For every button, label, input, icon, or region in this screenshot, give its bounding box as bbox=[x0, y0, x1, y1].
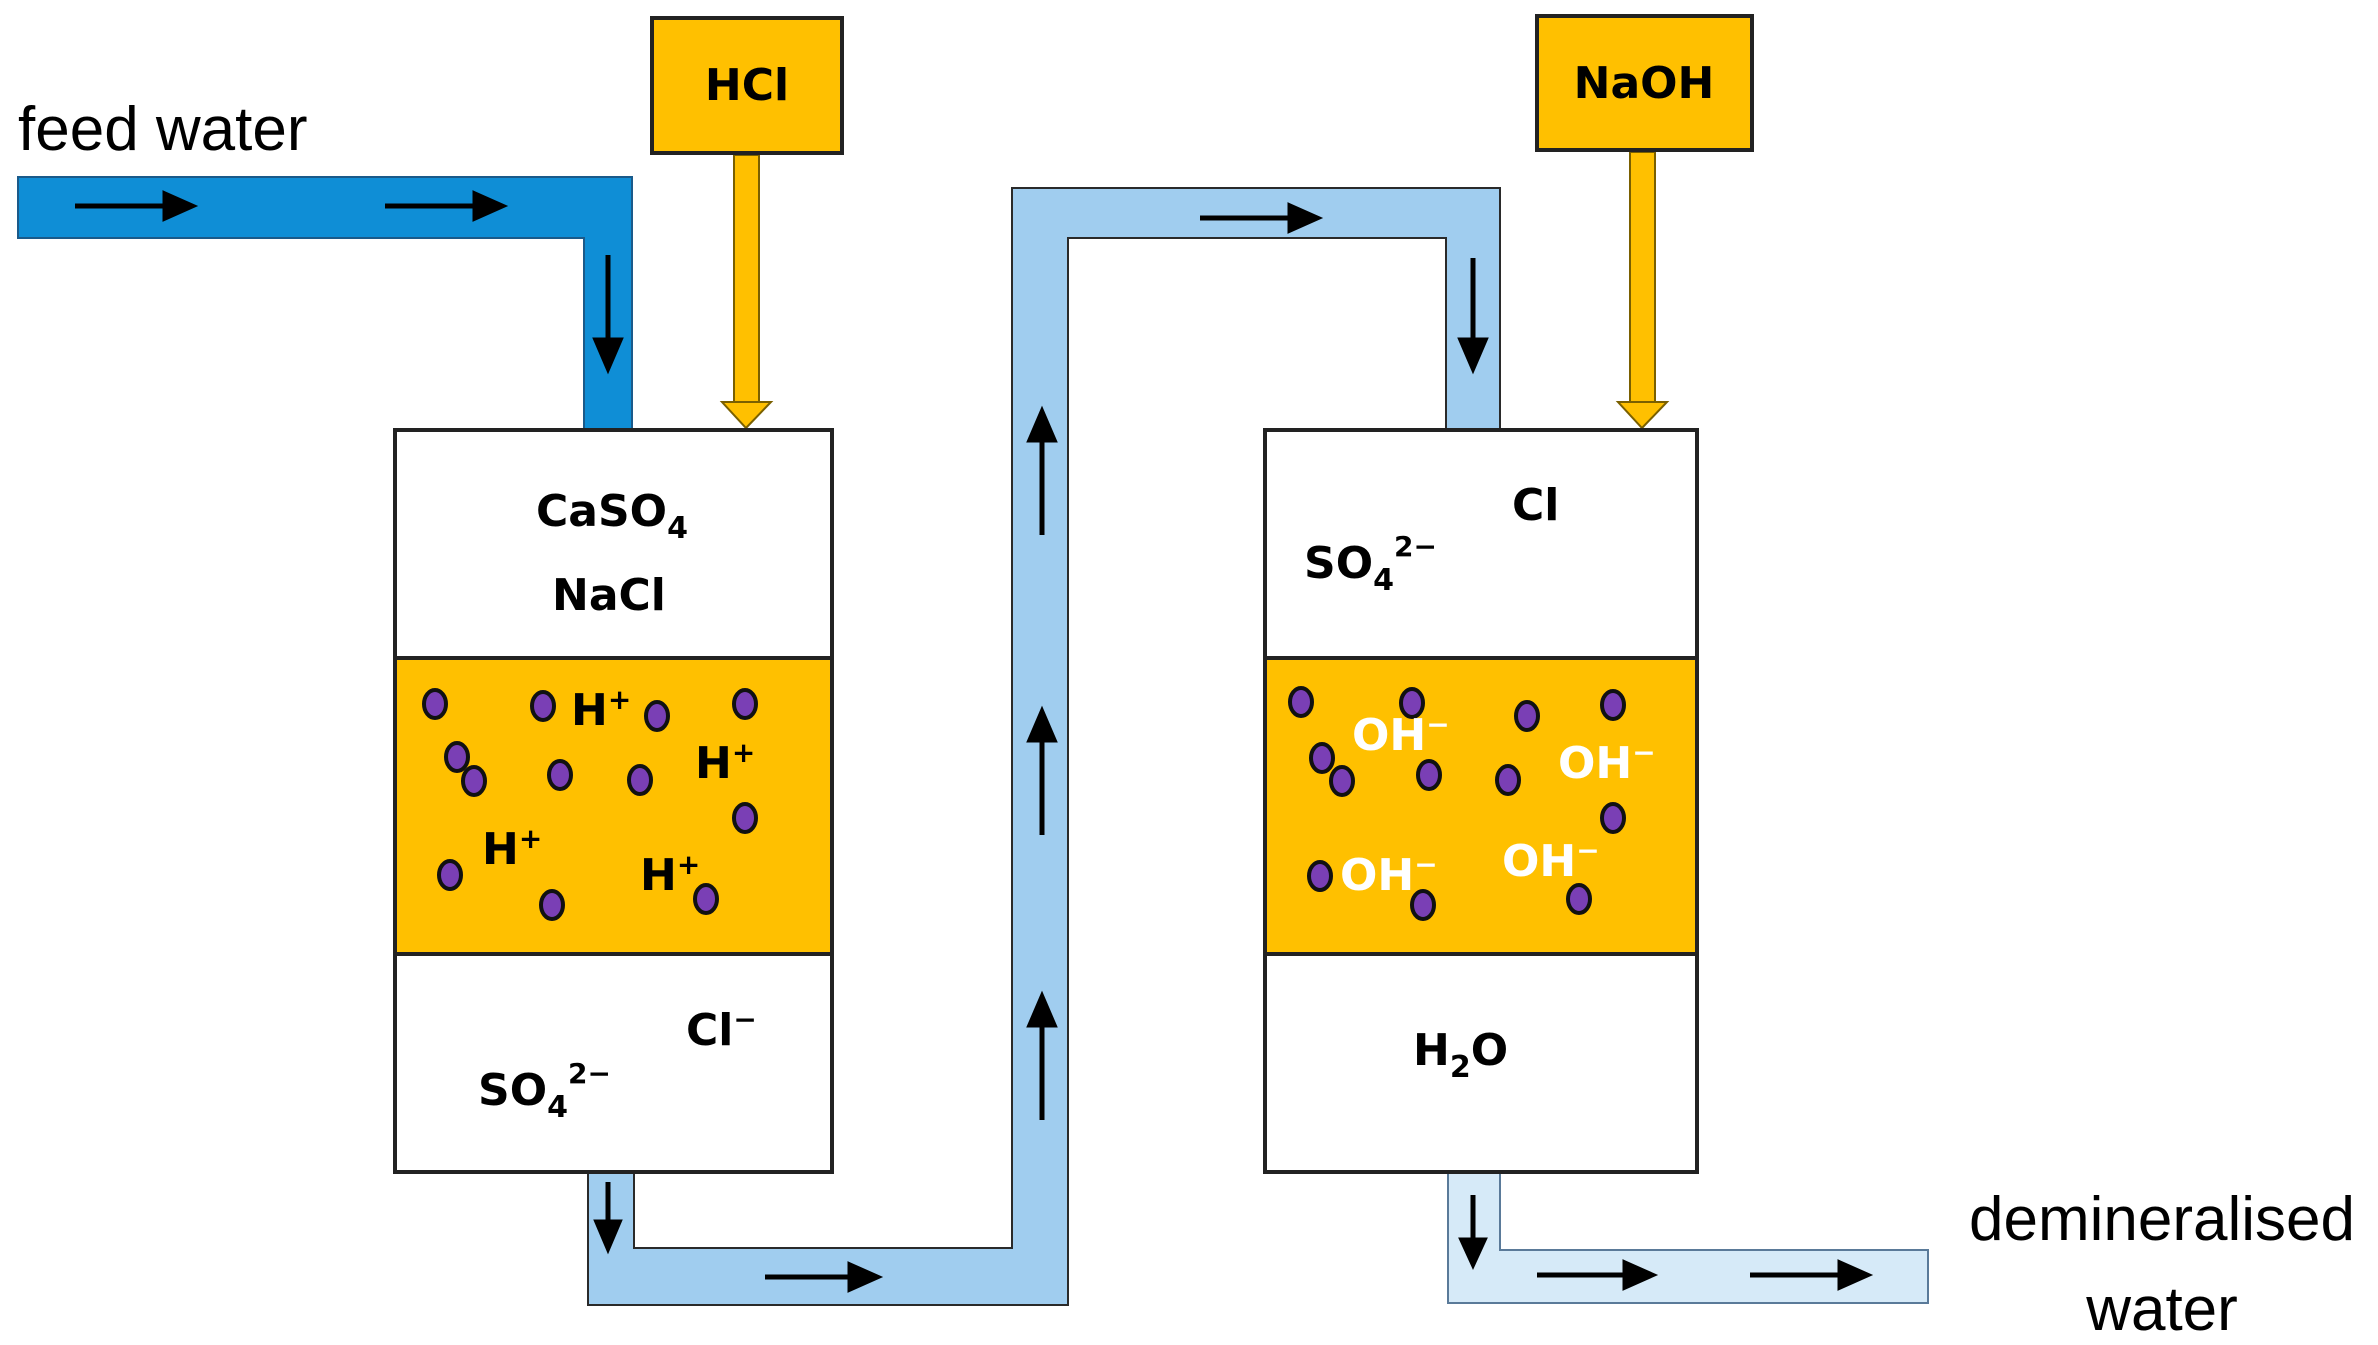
resin-bead bbox=[732, 802, 758, 834]
product-pipe bbox=[1447, 1167, 1929, 1304]
resin-bead bbox=[732, 688, 758, 720]
h-plus-label: H+ bbox=[571, 683, 631, 736]
resin-bead bbox=[530, 690, 556, 722]
resin-bead bbox=[1410, 889, 1436, 921]
cation-resin-beads bbox=[422, 688, 758, 921]
resin-bead bbox=[1307, 860, 1333, 892]
resin-bead bbox=[1566, 883, 1592, 915]
outlet-ion-sulfate: SO42− bbox=[478, 1057, 611, 1125]
resin-bead bbox=[1309, 742, 1335, 774]
demineralised-label: demineralised bbox=[1969, 1185, 2355, 1254]
anion-resin-ion-labels: OH− OH− OH− OH− bbox=[1340, 708, 1656, 901]
feed-water-label: feed water bbox=[18, 95, 308, 164]
resin-bead bbox=[1514, 700, 1540, 732]
feed-pipe bbox=[17, 176, 633, 431]
resin-bead bbox=[1329, 765, 1355, 797]
hcl-feed-line bbox=[719, 154, 774, 430]
resin-bead bbox=[1288, 686, 1314, 718]
resin-bead bbox=[1416, 759, 1442, 791]
water-label: water bbox=[2085, 1275, 2238, 1344]
resin-bead bbox=[547, 759, 573, 791]
anion-exchange-column bbox=[1263, 428, 1699, 1174]
resin-bead bbox=[437, 859, 463, 891]
h-plus-label: H+ bbox=[695, 736, 755, 789]
hcl-label: HCl bbox=[705, 60, 789, 111]
resin-bead bbox=[461, 765, 487, 797]
inlet-species-caso4: CaSO4 bbox=[536, 486, 688, 546]
resin-bead bbox=[693, 883, 719, 915]
resin-bead bbox=[644, 700, 670, 732]
inlet-species-nacl: NaCl bbox=[552, 570, 666, 621]
cation-resin-bed bbox=[393, 656, 834, 956]
resin-bead bbox=[1600, 802, 1626, 834]
h-plus-label: H+ bbox=[640, 848, 700, 901]
anion-resin-bed bbox=[1263, 656, 1699, 956]
intermediate-flow-arrows bbox=[593, 202, 1489, 1293]
outlet-species-water: H2O bbox=[1413, 1025, 1508, 1085]
oh-minus-label: OH− bbox=[1352, 708, 1450, 761]
oh-minus-label: OH− bbox=[1502, 834, 1600, 887]
feed-flow-arrows bbox=[75, 190, 624, 375]
resin-bead bbox=[1600, 689, 1626, 721]
naoh-tank bbox=[1535, 14, 1754, 152]
resin-bead bbox=[1399, 687, 1425, 719]
resin-bead bbox=[539, 889, 565, 921]
product-flow-arrows bbox=[1458, 1195, 1874, 1291]
inlet-ion-chloride: Cl bbox=[1512, 480, 1559, 531]
oh-minus-label: OH− bbox=[1558, 736, 1656, 789]
outlet-ion-chloride: Cl− bbox=[686, 1003, 757, 1056]
resin-bead bbox=[627, 764, 653, 796]
inlet-ion-sulfate: SO42− bbox=[1304, 530, 1437, 598]
h-plus-label: H+ bbox=[482, 822, 542, 875]
resin-bead bbox=[444, 741, 470, 773]
oh-minus-label: OH− bbox=[1340, 848, 1438, 901]
anion-resin-beads bbox=[1288, 686, 1626, 921]
hcl-tank bbox=[650, 16, 844, 155]
cation-resin-ion-labels: H+ H+ H+ H+ bbox=[482, 683, 755, 901]
resin-bead bbox=[422, 688, 448, 720]
resin-bead bbox=[1495, 764, 1521, 796]
naoh-label: NaOH bbox=[1574, 58, 1715, 109]
naoh-feed-line bbox=[1615, 151, 1670, 430]
cation-exchange-column bbox=[393, 428, 834, 1174]
